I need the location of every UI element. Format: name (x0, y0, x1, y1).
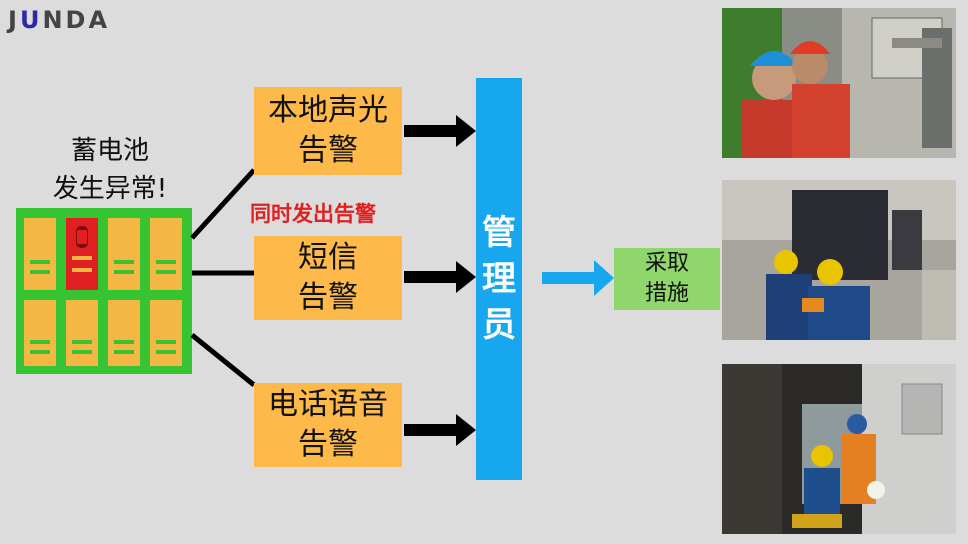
photo-workers-at-panel (722, 8, 956, 158)
battery-alert-title: 蓄电池 发生异常! (30, 132, 190, 208)
exclamation-icon (72, 226, 92, 272)
logo: JUNDA (8, 6, 110, 34)
battery-cells (24, 218, 182, 366)
manager-char: 理 (482, 259, 516, 299)
photo-workers-at-battery-cabinets (722, 180, 956, 340)
title-line-1: 蓄电池 (70, 136, 149, 166)
action-line-1: 采取 (644, 251, 689, 276)
logo-letter-accent: U (19, 6, 43, 34)
photo-workers-in-switchgear-room (722, 364, 956, 534)
take-action-box: 采取 措施 (614, 248, 720, 310)
manager-char: 管 (482, 213, 516, 253)
alert-voice-call: 电话语音 告警 (254, 383, 402, 467)
connector-line (190, 168, 256, 240)
alert-label-line-2: 告警 (298, 133, 358, 168)
battery-cell (108, 300, 140, 366)
arrow-right-blue-icon (542, 260, 614, 296)
alert-label-line-1: 本地声光 (268, 93, 388, 128)
cell-level-marks (30, 260, 176, 354)
alert-label-line-1: 短信 (298, 240, 358, 275)
battery-cell (66, 300, 98, 366)
logo-letter: J (8, 6, 20, 34)
logo-letters: NDA (42, 6, 111, 34)
battery-pack-icon (16, 208, 192, 374)
arrow-right-icon (404, 261, 476, 293)
alert-label-line-2: 告警 (298, 280, 358, 315)
title-line-2: 发生异常! (52, 174, 168, 204)
manager-box: 管 理 员 (476, 78, 522, 480)
alert-label-line-1: 电话语音 (268, 387, 388, 422)
battery-cell (108, 218, 140, 290)
connector-line (190, 333, 256, 387)
battery-cell (24, 218, 56, 290)
battery-cell (24, 300, 56, 366)
alert-label-line-2: 告警 (298, 427, 358, 462)
simultaneous-alert-label: 同时发出告警 (250, 202, 376, 226)
arrow-right-icon (404, 414, 476, 446)
manager-char: 员 (482, 305, 516, 345)
arrow-right-icon (404, 115, 476, 147)
battery-cell (150, 300, 182, 366)
alert-sms: 短信 告警 (254, 236, 402, 320)
alert-local-sound-light: 本地声光 告警 (254, 87, 402, 175)
action-line-2: 措施 (644, 281, 689, 306)
battery-cell (150, 218, 182, 290)
